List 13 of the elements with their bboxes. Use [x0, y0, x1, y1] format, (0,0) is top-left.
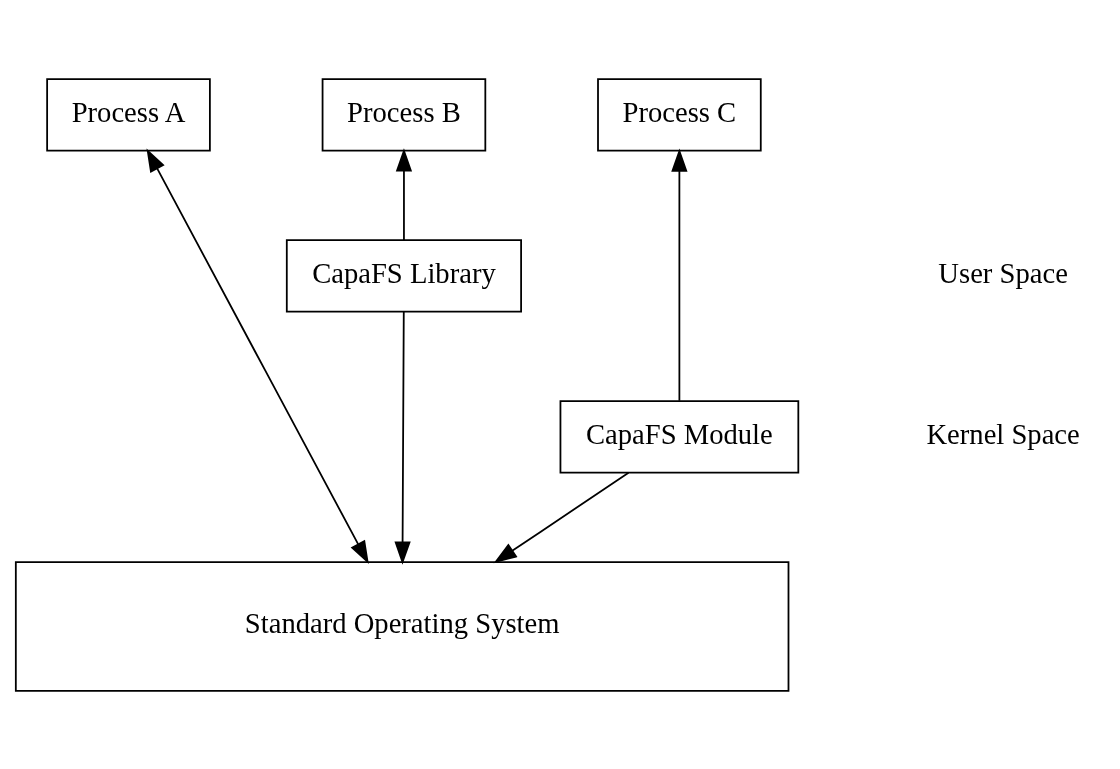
- node-box: Process B: [321, 77, 487, 152]
- arrow: [671, 148, 688, 402]
- node-box: Process C: [597, 77, 762, 152]
- node-box: Process A: [46, 77, 211, 152]
- label: User Space: [938, 257, 1068, 289]
- node-box: Standard Operating System: [14, 560, 790, 692]
- arrow: [146, 148, 369, 564]
- arrow: [395, 147, 413, 241]
- arrow: [493, 471, 630, 563]
- node-box: CapaFS Library: [285, 238, 522, 313]
- label: Kernel Space: [926, 418, 1080, 450]
- node-box: CapaFS Module: [559, 399, 800, 474]
- arrow: [394, 310, 411, 565]
